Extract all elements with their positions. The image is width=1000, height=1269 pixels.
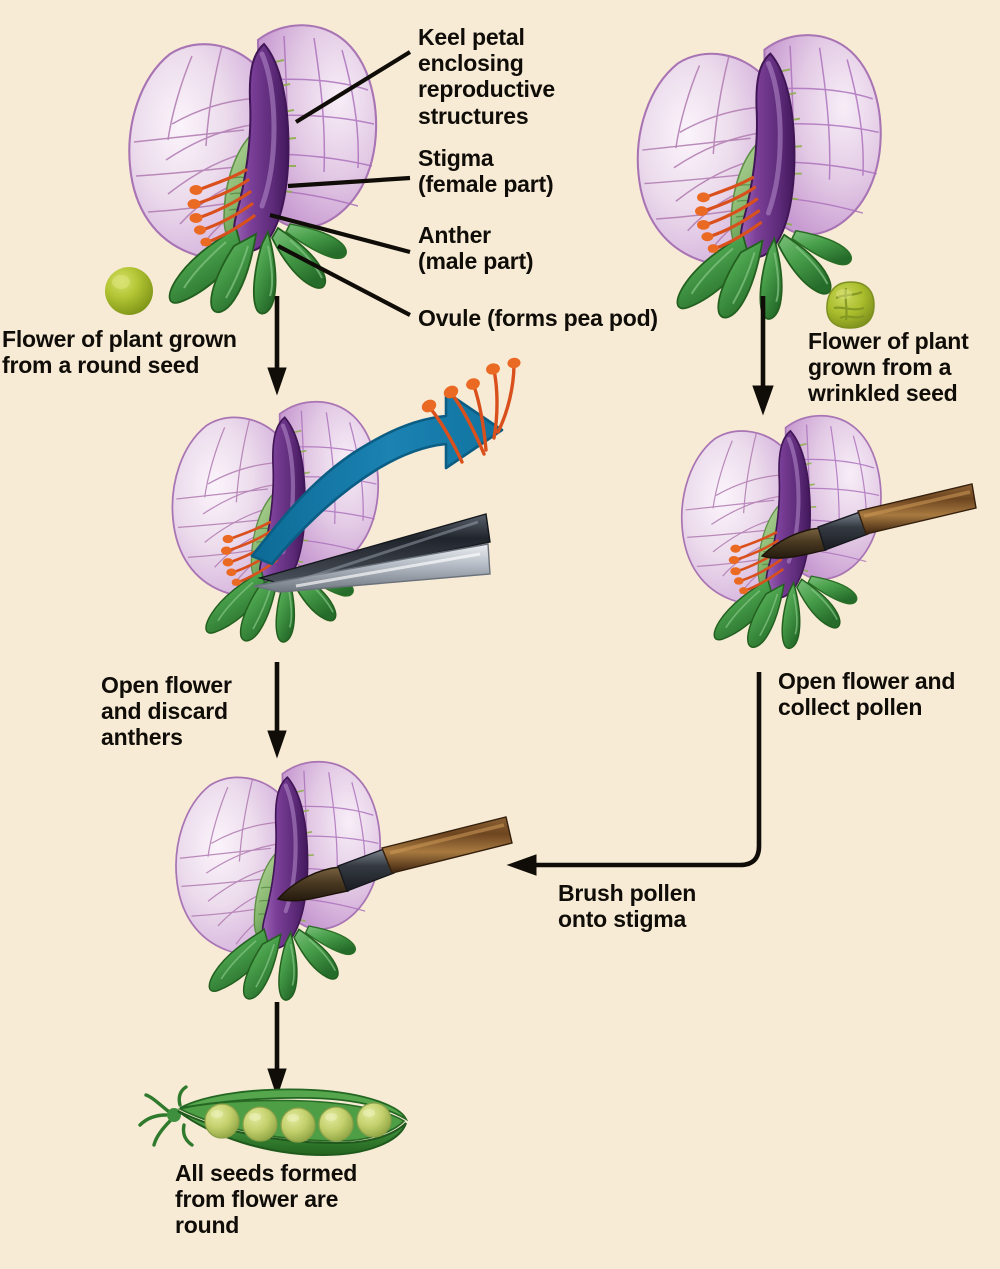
arrow-left-step2 <box>267 662 287 759</box>
step-label-discard-anthers: Open flower and discard anthers <box>101 672 232 751</box>
arrow-left-step3 <box>267 1002 287 1098</box>
leader-keel-petal <box>294 50 412 124</box>
callout-anther: Anther (male part) <box>418 222 534 275</box>
leader-stigma <box>287 175 411 189</box>
round-pea-seed-icon <box>105 267 153 315</box>
arrow-right-step1 <box>752 296 774 416</box>
step-label-brush-pollen: Brush pollen onto stigma <box>558 880 697 933</box>
step-label-all-round-seeds: All seeds formed from flower are round <box>175 1160 358 1239</box>
detached-anthers-icon <box>421 357 521 464</box>
leader-anther <box>269 212 411 255</box>
callout-ovule: Ovule (forms pea pod) <box>418 305 658 331</box>
step-label-round-parent: Flower of plant grown from a round seed <box>2 326 237 379</box>
arrow-elbow-brush-pollen <box>524 672 762 868</box>
callout-leader-lines <box>269 50 412 317</box>
open-pea-pod-icon <box>138 1085 409 1157</box>
leader-ovule <box>277 244 411 317</box>
tweezers-icon <box>253 513 491 593</box>
callout-keel-petal: Keel petal enclosing reproductive struct… <box>418 24 555 129</box>
paintbrush-icon-donor <box>760 483 977 559</box>
step-label-wrinkled-parent: Flower of plant grown from a wrinkled se… <box>808 328 969 407</box>
arrow-left-step1 <box>267 296 287 396</box>
curved-pollen-removal-arrow-icon <box>250 390 504 566</box>
step-label-collect-pollen: Open flower and collect pollen <box>778 668 956 721</box>
callout-stigma: Stigma (female part) <box>418 145 554 198</box>
wrinkled-pea-seed-icon <box>826 281 875 329</box>
arrowhead-brush-pollen <box>506 854 537 876</box>
paintbrush-icon-pollinating <box>276 816 513 902</box>
